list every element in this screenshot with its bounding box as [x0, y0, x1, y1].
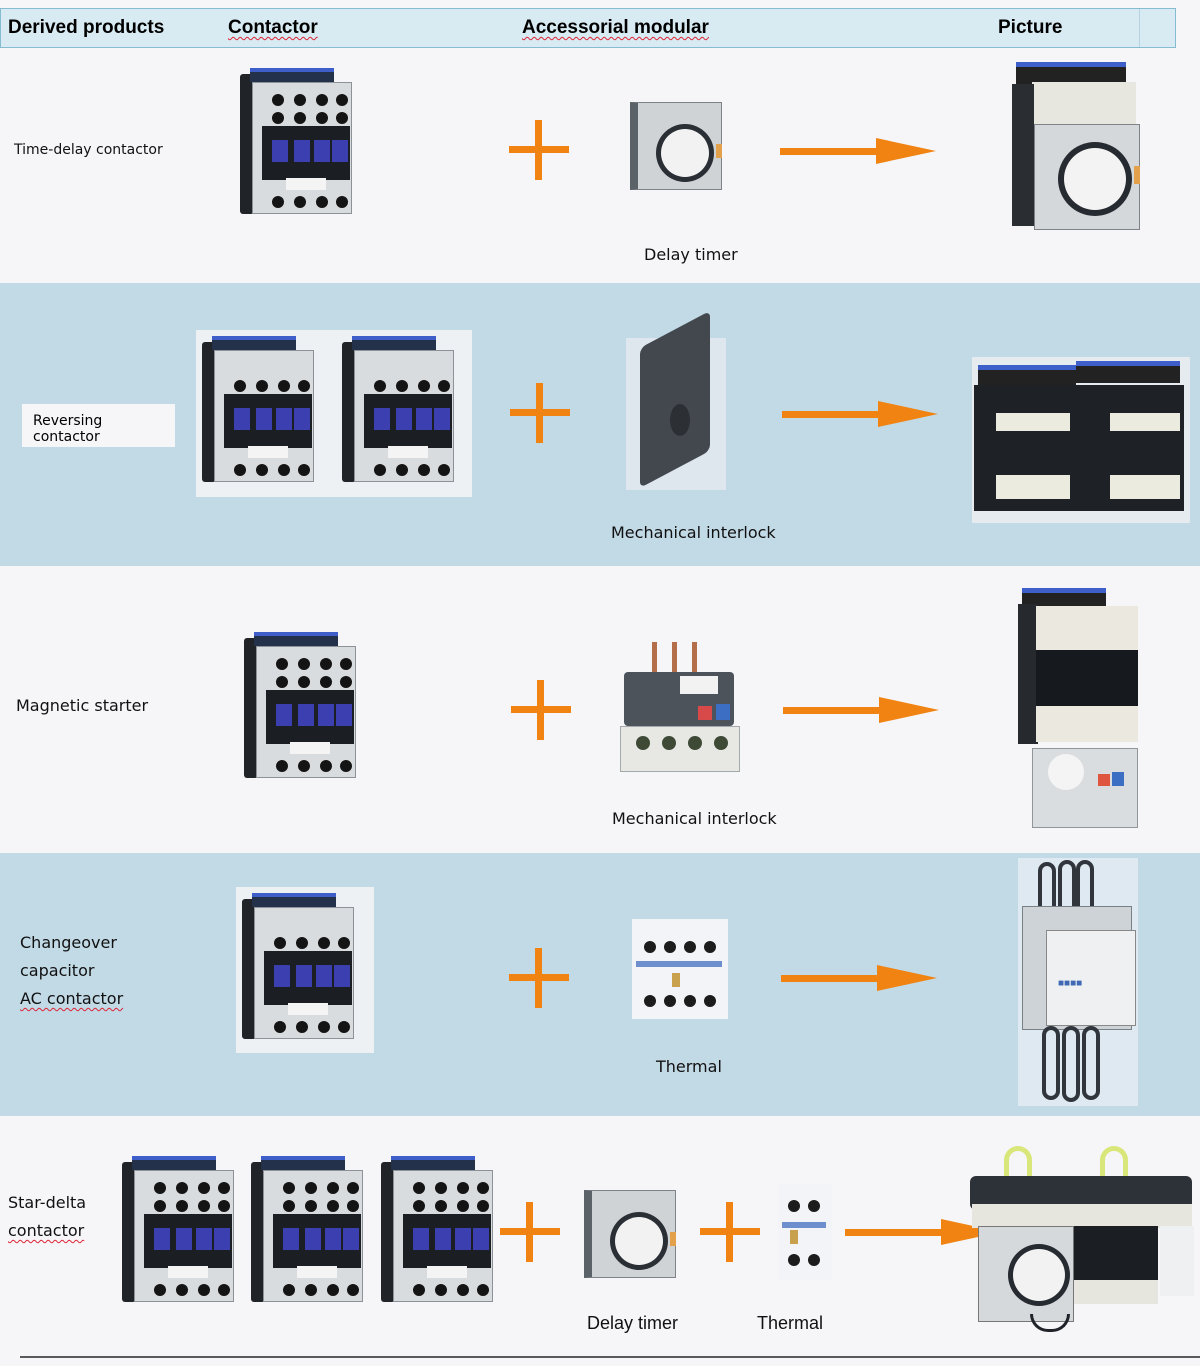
brand-mark: ■■■■	[1058, 978, 1083, 989]
product-name-line: AC contactor	[20, 989, 124, 1008]
plus-icon	[509, 948, 569, 1008]
header-contactor: Contactor	[228, 17, 318, 38]
product-name: Changeover capacitor AC contactor	[20, 929, 123, 1013]
delay-timer-module-icon	[630, 98, 726, 194]
table-row-magnetic-starter: Magnetic starter Mechanical interlock	[0, 566, 1200, 853]
star-delta-starter-assembly-icon	[960, 1146, 1196, 1336]
accessory-caption: Delay timer	[644, 245, 738, 264]
accessory-caption: Mechanical interlock	[612, 809, 777, 828]
accessory-caption: Thermal	[757, 1313, 824, 1333]
product-name-line: Changeover	[20, 933, 117, 952]
contactor-pair-image	[196, 330, 472, 497]
contactor-image	[202, 336, 318, 488]
arrow-right-icon	[782, 399, 942, 429]
product-name: Time-delay contactor	[14, 142, 163, 158]
header-accessorial-modular: Accessorial modular	[522, 17, 709, 38]
product-name-line: capacitor	[20, 961, 95, 980]
table-header: Derived products Contactor Accessorial m…	[0, 8, 1176, 48]
header-derived-products: Derived products	[8, 17, 165, 38]
header-picture: Picture	[998, 17, 1063, 38]
plus-icon	[509, 120, 569, 180]
contactor-image	[381, 1156, 497, 1308]
thermal-relay-module-icon	[616, 642, 744, 778]
arrow-right-icon	[781, 963, 941, 993]
table-row-capacitor-contactor: Changeover capacitor AC contactor Therma…	[0, 853, 1200, 1116]
magnetic-starter-assembly-icon	[1018, 588, 1142, 832]
mechanical-interlock-module-icon	[626, 310, 726, 490]
delay-timer-module-icon	[584, 1186, 680, 1282]
reversing-contactor-assembly-icon	[972, 357, 1190, 523]
product-name-line: Star-delta	[8, 1193, 87, 1212]
product-name-line: contactor	[8, 1221, 85, 1240]
accessory-caption: Thermal	[656, 1057, 722, 1076]
plus-icon	[510, 383, 570, 443]
contactor-image	[244, 632, 360, 784]
table-row-time-delay: Time-delay contactor Delay timer	[0, 48, 1200, 283]
plus-icon	[511, 680, 571, 740]
auxiliary-contact-block-icon	[778, 1184, 832, 1280]
table-row-star-delta: Star-delta contactor Delay timer	[0, 1116, 1200, 1366]
arrow-right-icon	[783, 695, 943, 725]
plus-icon	[500, 1202, 560, 1262]
contactor-image	[242, 893, 358, 1045]
auxiliary-contact-block-icon	[632, 919, 728, 1019]
contactor-image	[251, 1156, 367, 1308]
bottom-divider	[20, 1356, 1200, 1358]
time-delay-contactor-assembly-icon	[1012, 62, 1142, 230]
contactor-image	[240, 68, 356, 220]
contactor-image	[342, 336, 458, 488]
header-divider	[1139, 9, 1140, 47]
capacitor-contactor-assembly-icon: ■■■■	[1018, 858, 1138, 1106]
contactor-image-frame	[236, 887, 374, 1053]
table-row-reversing: Reversing contactor Mechanical interlock	[0, 283, 1200, 566]
arrow-right-icon	[780, 136, 940, 166]
product-name: Reversing contactor	[33, 413, 103, 445]
product-name: Star-delta contactor	[8, 1189, 86, 1245]
product-name: Magnetic starter	[16, 696, 149, 715]
product-name-box: Reversing contactor	[22, 404, 175, 447]
plus-icon	[700, 1202, 760, 1262]
accessory-caption: Mechanical interlock	[611, 523, 776, 542]
accessory-caption: Delay timer	[587, 1313, 679, 1333]
contactor-image	[122, 1156, 238, 1308]
